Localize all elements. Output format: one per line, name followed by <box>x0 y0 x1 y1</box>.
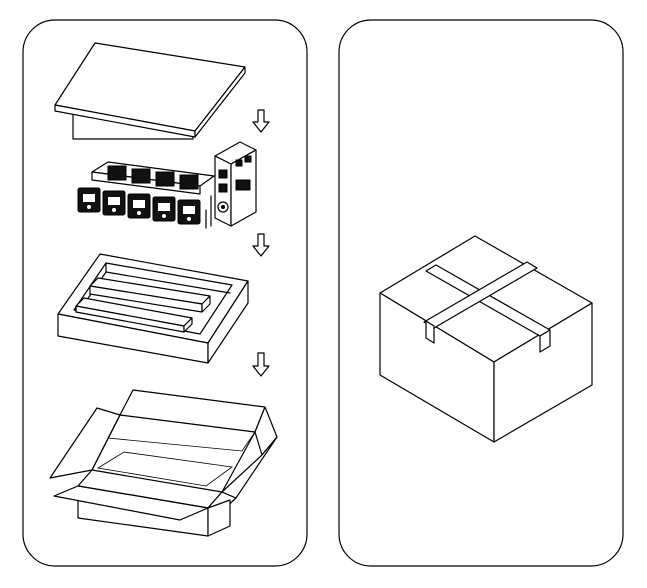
sealed-carton <box>379 235 593 443</box>
foam-tray <box>57 253 249 364</box>
right-panel-frame <box>338 19 624 567</box>
down-arrow-icon <box>252 109 270 133</box>
down-arrow-icon <box>252 352 270 377</box>
left-panel-frame <box>22 19 308 567</box>
module-assembly <box>77 141 257 229</box>
lid-board <box>54 42 246 140</box>
down-arrow-icon <box>252 233 270 257</box>
open-carton <box>49 389 278 537</box>
